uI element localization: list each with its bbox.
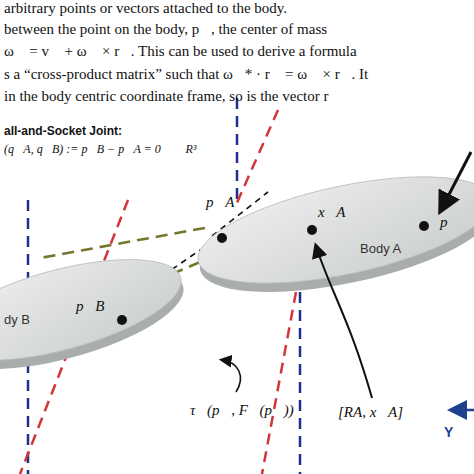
axis-label: Y <box>444 424 453 440</box>
constraint-formula: (q⃗A, q⃗B) := p⃗B − p⃗A = 0⃗ ∈ R³ <box>4 142 196 157</box>
frame-label: [RA, x⃗A] <box>338 404 403 421</box>
point-label: x⃗A <box>318 204 346 221</box>
body-text: in the body centric coordinate frame, so… <box>4 88 340 105</box>
point-label: p⃗B <box>76 298 104 315</box>
section-heading: all-and-Socket Joint: <box>4 124 122 138</box>
torque-label: τ⃗(p⃗, F⃗(p⃗)) <box>190 402 294 419</box>
body-disc <box>195 165 474 310</box>
point-label: p⃗A <box>206 194 234 211</box>
body-name: dy B <box>4 312 30 327</box>
body-text: s a “cross-product matrix” such that ω⃗*… <box>4 66 368 83</box>
body-text: ω⃗ = v⃗ + ω⃗ × r⃗. This can be used to d… <box>4 43 357 60</box>
body-text: arbitrary points or vectors attached to … <box>4 0 287 17</box>
joint-line <box>40 228 205 258</box>
point-label: p⃗ <box>440 214 459 231</box>
body-top <box>0 239 191 381</box>
body-top <box>189 156 474 304</box>
body-name: Body A <box>360 241 401 256</box>
rigid-body: Body A <box>195 165 474 310</box>
body-text: between the point on the body, p⃗, the c… <box>4 21 327 38</box>
